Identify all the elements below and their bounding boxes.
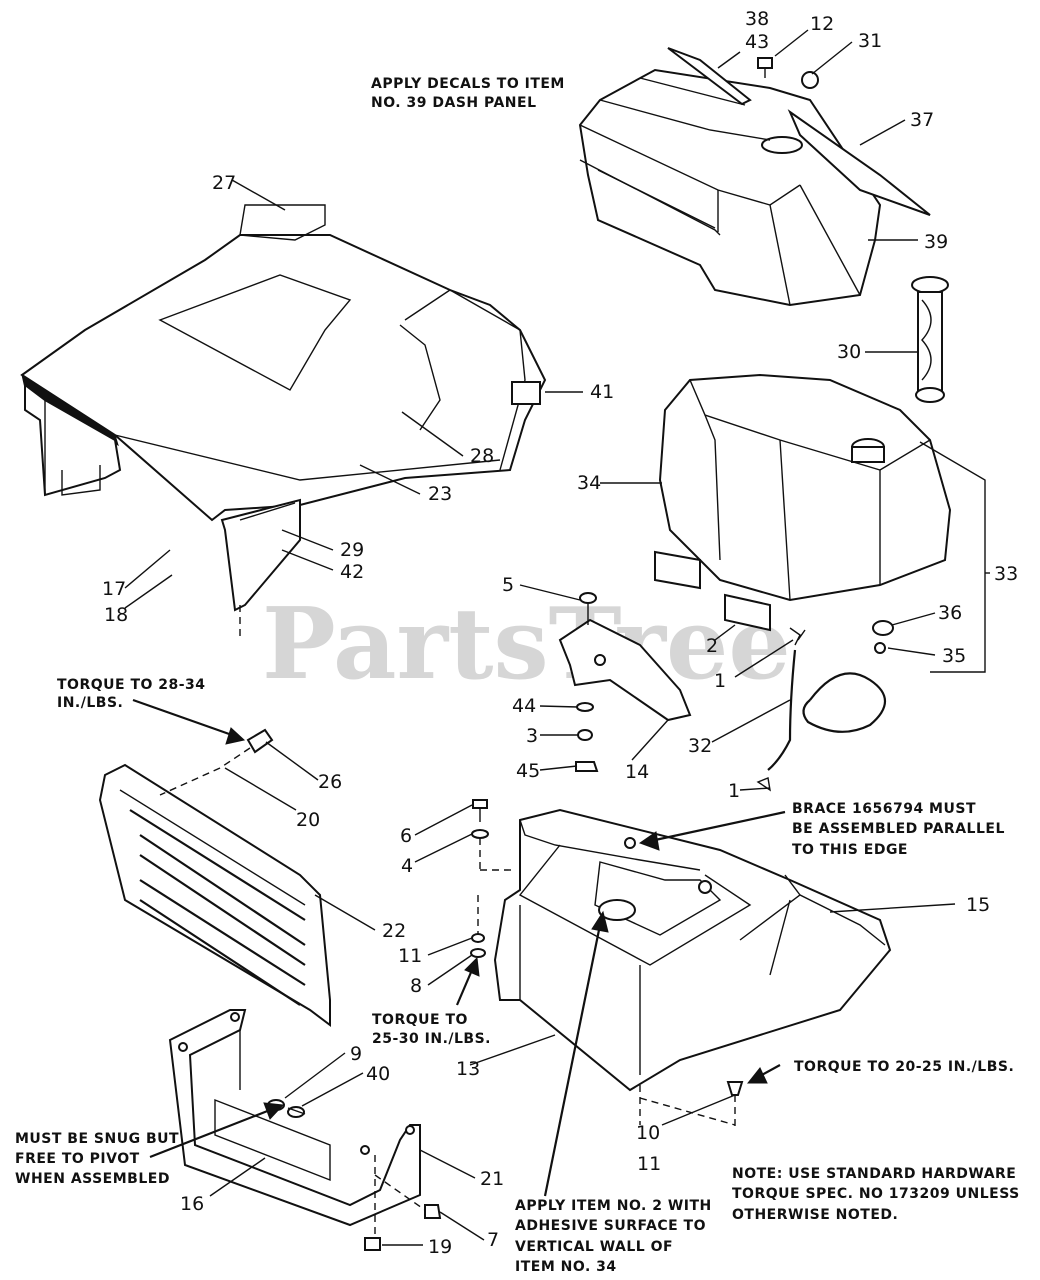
screw-5 <box>579 592 597 625</box>
note-apply-item2-line1: APPLY ITEM NO. 2 WITH <box>515 1198 712 1214</box>
callout-26: 26 <box>318 771 342 793</box>
leader-lines <box>124 29 990 1246</box>
note-apply-item2-line4: ITEM NO. 34 <box>515 1259 617 1275</box>
callout-33: 33 <box>994 563 1018 585</box>
note-torque-28-34-line1: TORQUE TO 28-34 <box>57 677 206 693</box>
screw-26 <box>159 728 274 796</box>
note-torque-20-25: TORQUE TO 20-25 IN./LBS. <box>794 1059 1014 1075</box>
note-snug-line3: WHEN ASSEMBLED <box>15 1171 170 1187</box>
callout-31: 31 <box>858 30 882 52</box>
callout-27: 27 <box>212 172 236 194</box>
callout-7: 7 <box>487 1229 499 1251</box>
callout-16: 16 <box>180 1193 204 1215</box>
hardware-7-19 <box>364 1155 442 1251</box>
note-standard-line1: NOTE: USE STANDARD HARDWARE <box>732 1166 1016 1182</box>
callout-18: 18 <box>104 604 128 626</box>
bracket-33 <box>919 441 986 673</box>
callout-30: 30 <box>837 341 861 363</box>
callout-11b: 11 <box>637 1153 661 1175</box>
callout-15: 15 <box>966 894 990 916</box>
callout-1b: 1 <box>728 780 740 802</box>
frame <box>493 808 892 1092</box>
note-standard-line3: OTHERWISE NOTED. <box>732 1207 898 1223</box>
bracket-14 <box>558 618 692 722</box>
callout-19: 19 <box>428 1236 452 1258</box>
note-decals-line2: NO. 39 DASH PANEL <box>371 95 537 111</box>
fuel-tank <box>658 373 952 602</box>
note-brace-line2: BE ASSEMBLED PARALLEL <box>792 821 1005 837</box>
callout-6: 6 <box>400 825 412 847</box>
note-torque-25-30-line1: TORQUE TO <box>372 1012 468 1028</box>
callout-9: 9 <box>350 1043 362 1065</box>
arrows <box>132 698 786 1197</box>
callout-44: 44 <box>512 695 536 717</box>
bracket-16-21 <box>168 1009 421 1227</box>
grille <box>98 763 331 1027</box>
callout-10: 10 <box>636 1122 660 1144</box>
decal-37 <box>787 109 931 216</box>
callout-35: 35 <box>942 645 966 667</box>
callout-42: 42 <box>340 561 364 583</box>
note-apply-item2-line2: ADHESIVE SURFACE TO <box>515 1218 706 1234</box>
callout-28: 28 <box>470 445 494 467</box>
watermark: PartsTree <box>262 587 791 702</box>
clamp-1 <box>756 627 806 792</box>
callout-45: 45 <box>516 760 540 782</box>
callout-23: 23 <box>428 483 452 505</box>
callout-11a: 11 <box>398 945 422 967</box>
callout-32: 32 <box>688 735 712 757</box>
hardware-10-11 <box>639 1081 744 1130</box>
callout-41: 41 <box>590 381 614 403</box>
note-standard-line2: TORQUE SPEC. NO 173209 UNLESS <box>732 1186 1020 1202</box>
hardware-6-4-11-8 <box>470 799 512 958</box>
pad-2 <box>654 550 771 632</box>
note-decals-line1: APPLY DECALS TO ITEM <box>371 76 565 92</box>
callout-4: 4 <box>401 855 413 877</box>
callout-12: 12 <box>810 13 834 35</box>
callout-22: 22 <box>382 920 406 942</box>
decal-38-43 <box>667 47 752 106</box>
note-snug-line1: MUST BE SNUG BUT <box>15 1131 179 1147</box>
callout-2: 2 <box>706 635 718 657</box>
hood <box>20 204 547 640</box>
decal-41 <box>511 381 541 405</box>
screw-12 <box>757 57 773 78</box>
callout-1a: 1 <box>714 670 726 692</box>
callout-20: 20 <box>296 809 320 831</box>
callout-43: 43 <box>745 31 769 53</box>
callout-38: 38 <box>745 8 769 30</box>
callout-21: 21 <box>480 1168 504 1190</box>
callout-5: 5 <box>502 574 514 596</box>
note-brace-line3: TO THIS EDGE <box>792 842 908 858</box>
callout-13: 13 <box>456 1058 480 1080</box>
note-apply-item2-line3: VERTICAL WALL OF <box>515 1239 673 1255</box>
callout-29: 29 <box>340 539 364 561</box>
fitting-36 <box>872 620 894 654</box>
callout-36: 36 <box>938 602 962 624</box>
note-brace-line1: BRACE 1656794 MUST <box>792 801 976 817</box>
note-torque-28-34-line2: IN./LBS. <box>57 695 123 711</box>
note-snug-line2: FREE TO PIVOT <box>15 1151 140 1167</box>
fuel-gauge <box>911 276 949 403</box>
dash-panel <box>578 68 882 307</box>
callout-40: 40 <box>366 1063 390 1085</box>
callout-39: 39 <box>924 231 948 253</box>
hardware-44-3-45 <box>575 702 599 772</box>
callout-34: 34 <box>577 472 601 494</box>
callout-8: 8 <box>410 975 422 997</box>
callout-3: 3 <box>526 725 538 747</box>
callout-17: 17 <box>102 578 126 600</box>
note-torque-25-30-line2: 25-30 IN./LBS. <box>372 1031 491 1047</box>
callout-14: 14 <box>625 761 649 783</box>
callout-37: 37 <box>910 109 934 131</box>
fuel-hose-32 <box>767 649 886 771</box>
nut-31 <box>801 71 819 89</box>
